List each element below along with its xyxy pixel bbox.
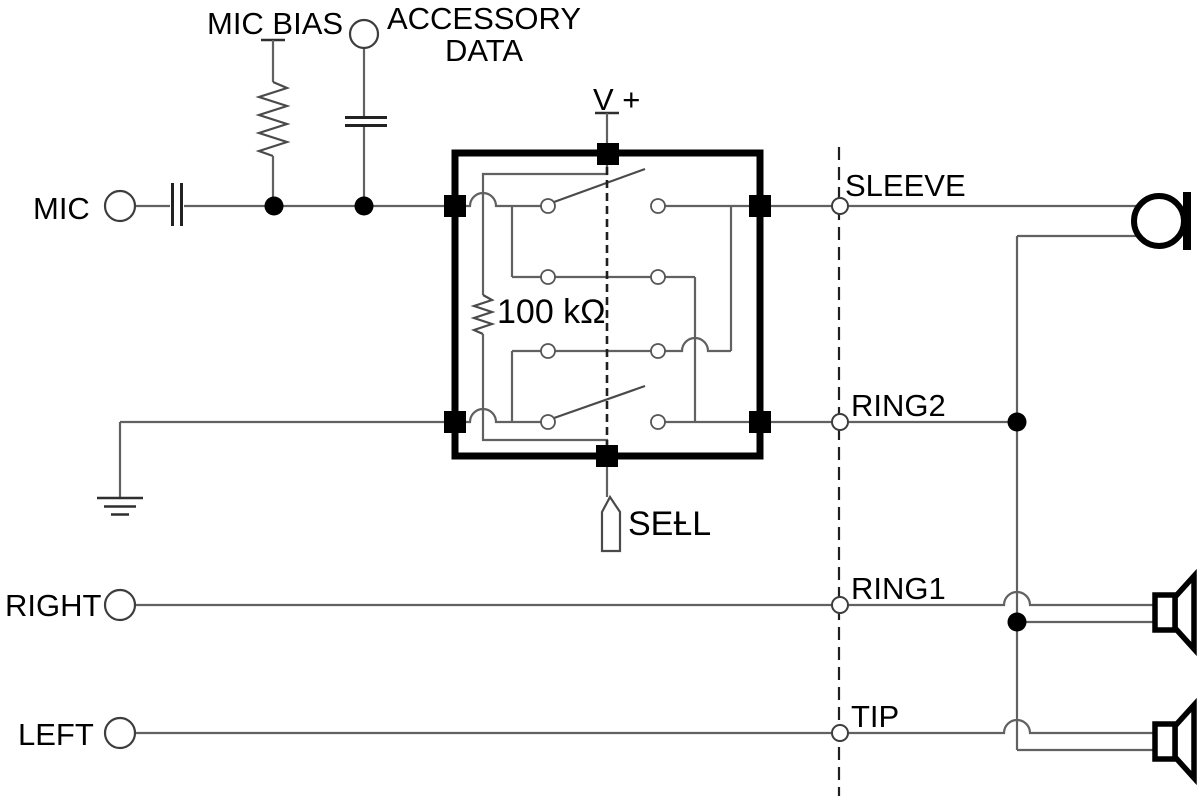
switch-contact bbox=[540, 269, 556, 285]
row3-closed-wire-crossover bbox=[512, 336, 731, 353]
accessory-data-label-line2: DATA bbox=[445, 33, 523, 68]
switch-row3 bbox=[512, 336, 731, 353]
mic-terminal-circle bbox=[103, 189, 137, 223]
ring1-wire-crossover bbox=[848, 590, 1155, 607]
mic-pin-square bbox=[444, 195, 466, 217]
row4-switch-lever bbox=[553, 384, 646, 420]
switch-row4 bbox=[553, 384, 749, 424]
speaker-driver bbox=[1152, 721, 1178, 762]
switch-contact bbox=[650, 198, 666, 214]
mic-coupling-capacitor bbox=[171, 183, 183, 226]
junction-dot bbox=[1007, 612, 1027, 632]
switch-contact bbox=[540, 343, 556, 359]
mic-net bbox=[135, 191, 541, 277]
speaker-left-symbol bbox=[1152, 697, 1197, 786]
ring2-label: RING2 bbox=[851, 388, 946, 423]
switch-contact bbox=[540, 414, 556, 430]
tip-wire-crossover bbox=[848, 718, 1155, 735]
tip-label: TIP bbox=[851, 699, 899, 734]
ring2-net bbox=[771, 234, 1155, 752]
sleeve-label: SLEEVE bbox=[845, 168, 966, 203]
junction-dot bbox=[1007, 412, 1027, 432]
speaker-driver bbox=[1152, 592, 1178, 633]
jack-contacts bbox=[831, 197, 849, 742]
switch-contact bbox=[650, 269, 666, 285]
microphone-backplate-bar bbox=[1183, 192, 1191, 250]
sel-flag bbox=[600, 494, 622, 553]
input-terminals bbox=[103, 18, 380, 750]
junction-dot bbox=[354, 196, 374, 216]
speaker-right-symbol bbox=[1152, 568, 1197, 657]
ground-wire-crossover bbox=[466, 407, 541, 424]
mic-bias-label: MIC BIAS bbox=[207, 6, 343, 41]
tip-jack-circle bbox=[831, 724, 849, 742]
mic-bias-branch bbox=[255, 38, 291, 206]
switch-row1 bbox=[553, 167, 749, 351]
tip-net bbox=[135, 718, 1155, 735]
ring1-net bbox=[135, 590, 1155, 607]
accessory-data-label-line1: ACCESSORY bbox=[387, 1, 581, 36]
junction-dots bbox=[264, 196, 1027, 632]
row1-switch-lever bbox=[553, 167, 646, 204]
vplus-pin-square bbox=[597, 143, 619, 165]
switch-contact bbox=[650, 414, 666, 430]
mic-label: MIC bbox=[33, 191, 90, 226]
pullup-resistor-100k bbox=[470, 294, 496, 336]
microphone-symbol bbox=[1131, 192, 1191, 250]
ring1-jack-circle bbox=[831, 596, 849, 614]
mic-bias-resistor bbox=[255, 80, 291, 158]
ground-symbol bbox=[97, 496, 143, 516]
sel-label: SEȽL bbox=[628, 505, 711, 543]
resistor-value-label: 100 kΩ bbox=[497, 293, 606, 331]
sleeve-jack-circle bbox=[831, 197, 849, 215]
box-terminals bbox=[444, 143, 771, 467]
ring1-label: RING1 bbox=[851, 571, 946, 606]
accessory-data-branch bbox=[345, 48, 387, 206]
speaker-flare bbox=[1172, 697, 1197, 786]
speaker-flare bbox=[1172, 568, 1197, 657]
vplus-label: V + bbox=[593, 82, 640, 117]
labels: MIC BIAS ACCESSORY DATA MIC V + 100 kΩ S… bbox=[5, 1, 966, 752]
microphone-circle bbox=[1131, 193, 1187, 249]
right-terminal-circle bbox=[103, 588, 137, 622]
switch-contact bbox=[540, 198, 556, 214]
ground-net bbox=[97, 351, 541, 516]
left-terminal-circle bbox=[103, 716, 137, 750]
ground-pin-square bbox=[444, 411, 466, 433]
ring2-pin-square bbox=[749, 411, 771, 433]
right-label: RIGHT bbox=[5, 588, 102, 623]
left-label: LEFT bbox=[18, 717, 94, 752]
accessory-data-terminal-circle bbox=[348, 18, 380, 50]
sleeve-pin-square bbox=[749, 195, 771, 217]
sel-net bbox=[600, 467, 622, 553]
mic-wire-crossover bbox=[466, 191, 541, 208]
sel-pin-square bbox=[596, 445, 618, 467]
switch-contacts bbox=[540, 198, 666, 430]
junction-dot bbox=[264, 196, 284, 216]
ring2-jack-circle bbox=[831, 413, 849, 431]
switch-contact bbox=[650, 343, 666, 359]
